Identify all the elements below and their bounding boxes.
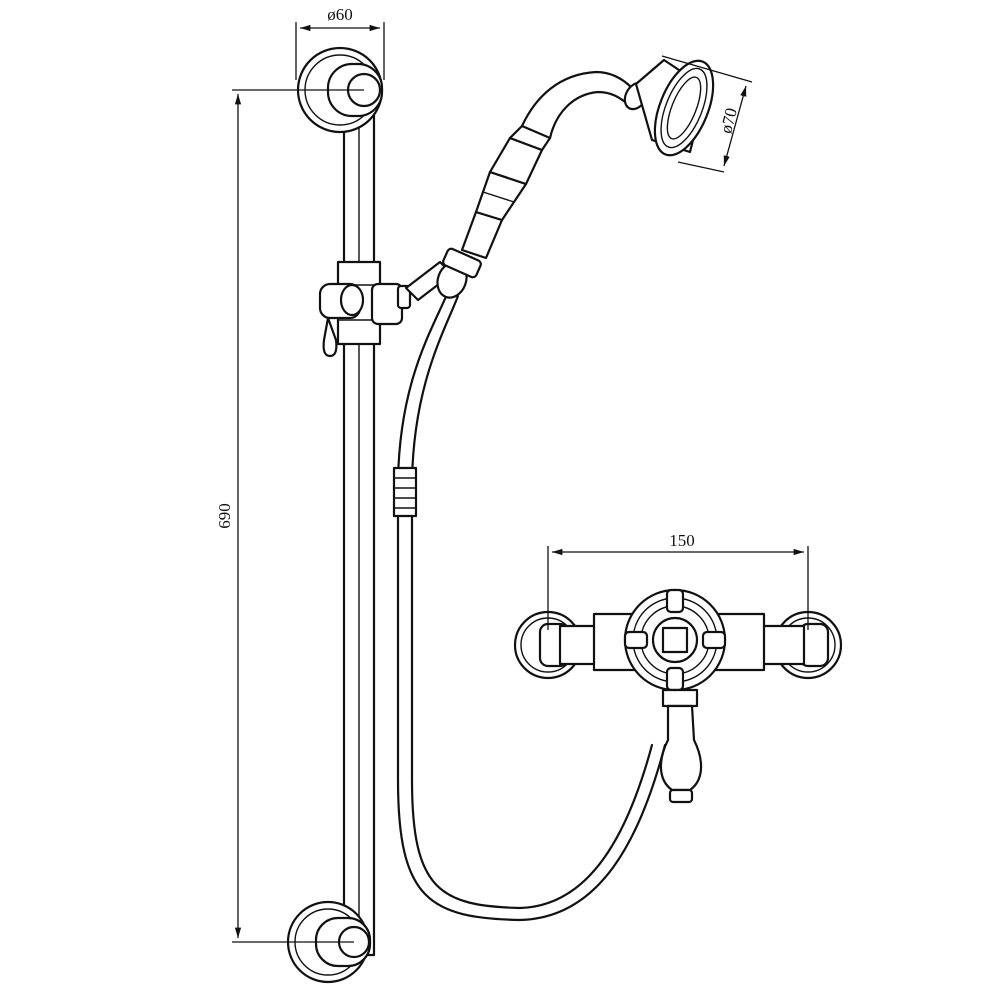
label-rail-height: 690 (215, 503, 234, 529)
dim-rail-height (232, 89, 364, 943)
dim-valve-centres (547, 546, 809, 630)
thermostatic-valve (513, 588, 843, 804)
shower-handset (404, 58, 715, 302)
slide-rail (342, 98, 376, 957)
dim-rail-mount (295, 22, 385, 80)
shower-hose (392, 290, 667, 922)
label-valve-centres: 150 (669, 531, 695, 550)
dim-head-diameter (661, 55, 753, 173)
label-rail-mount: ø60 (327, 5, 353, 24)
slider-bracket (318, 260, 412, 358)
label-head-diameter: ø70 (716, 106, 741, 135)
